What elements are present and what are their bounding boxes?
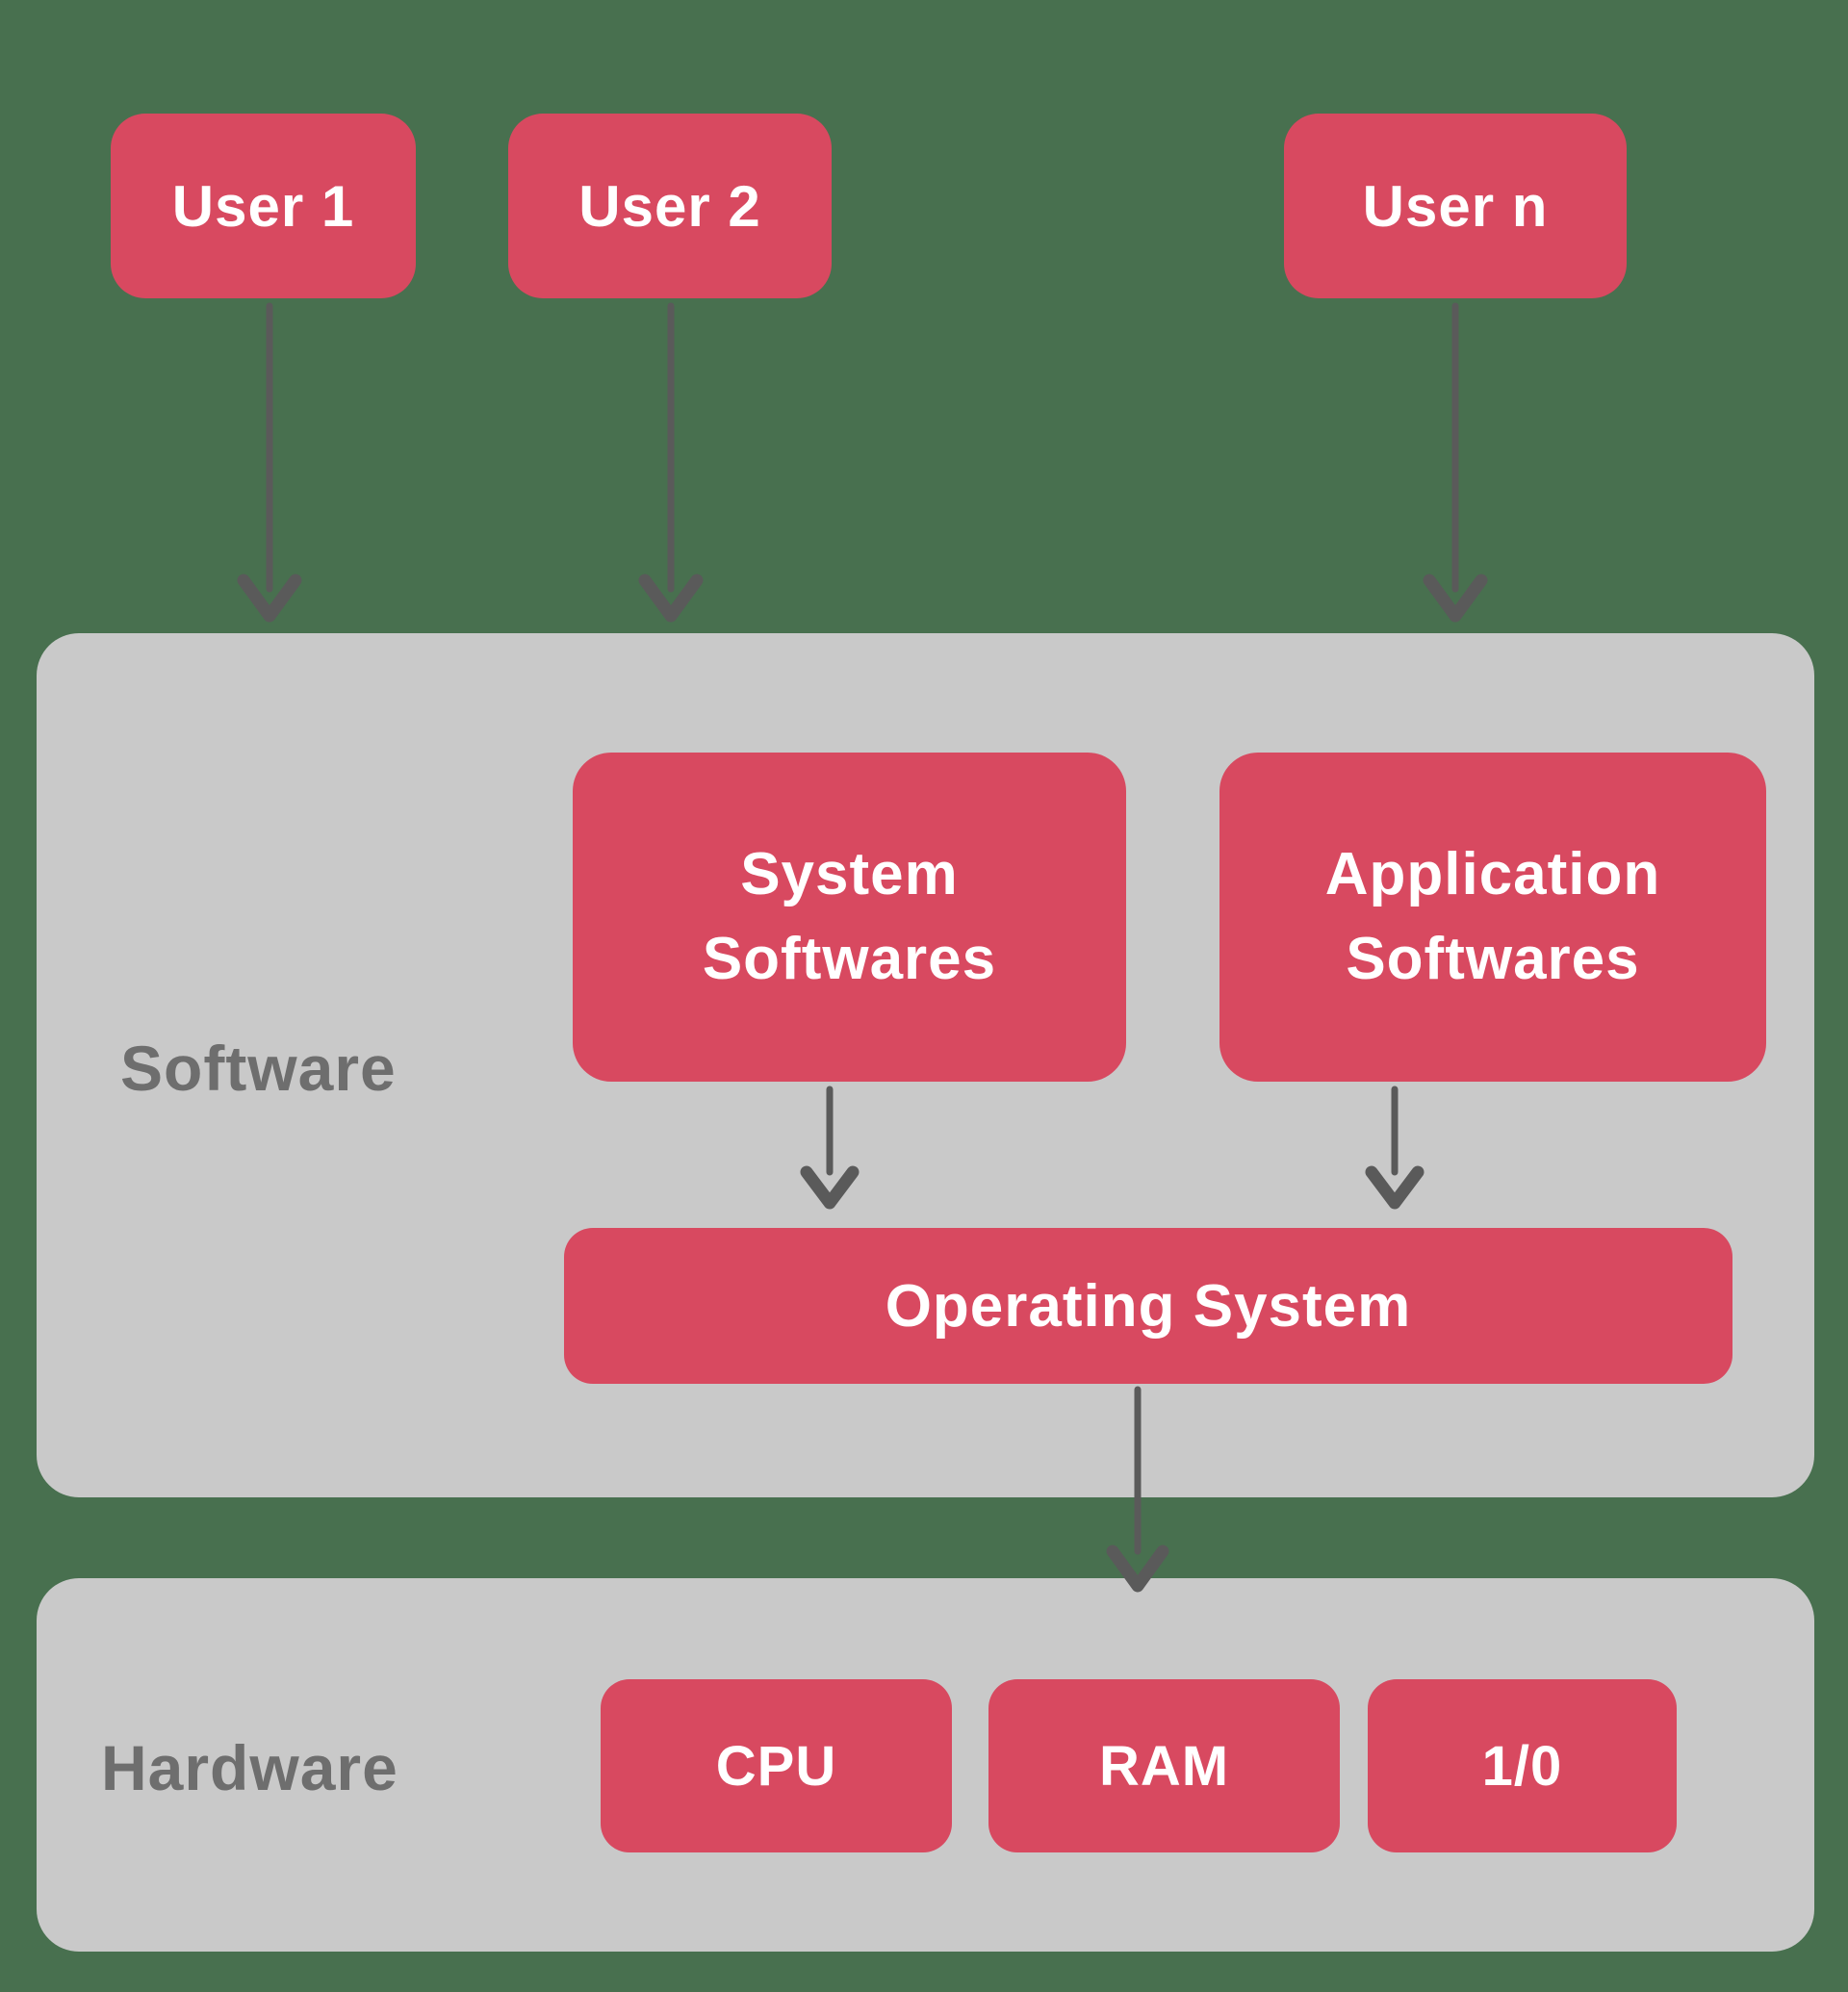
operating-system-box: Operating System [564,1228,1732,1384]
hardware-label: Hardware [101,1732,398,1803]
cpu-label: CPU [715,1734,837,1798]
user-2-box: User 2 [508,114,832,298]
application-softwares-box: Application Softwares [1219,753,1766,1082]
system-softwares-box: System Softwares [573,753,1126,1082]
system-softwares-label: System Softwares [702,840,997,992]
ram-label: RAM [1098,1734,1230,1798]
cpu-box: CPU [601,1679,952,1852]
io-box: 1/0 [1368,1679,1677,1852]
application-softwares-label: Application Softwares [1324,840,1661,992]
operating-system-label: Operating System [885,1272,1412,1340]
ram-box: RAM [988,1679,1340,1852]
arrow-usern-to-software [1423,302,1488,623]
io-label: 1/0 [1481,1734,1563,1798]
software-label: Software [120,1033,397,1104]
arrow-user2-to-software [638,302,704,623]
arrow-user1-to-software [237,302,302,623]
user-1-box: User 1 [111,114,416,298]
user-n-box: User n [1284,114,1627,298]
user-n-label: User n [1362,173,1549,239]
user-1-label: User 1 [171,173,355,239]
user-2-label: User 2 [578,173,761,239]
